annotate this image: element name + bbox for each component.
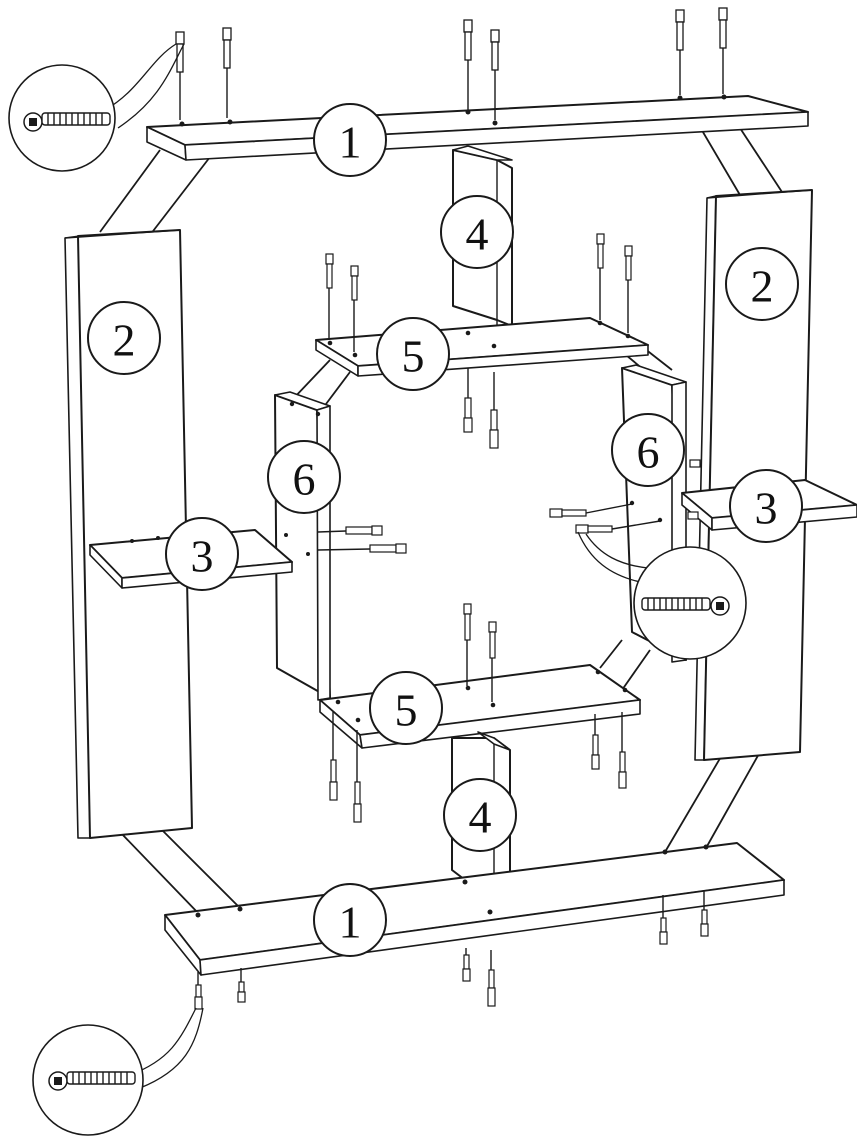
screw-icon: [591, 714, 600, 770]
part-number-label: 6: [637, 427, 660, 478]
part-inner-side-left: [274, 391, 331, 701]
screw-icon: [463, 368, 473, 433]
screw-lens-top-left: [8, 43, 185, 172]
part-number-label: 5: [395, 685, 418, 736]
inner-shelf-top-screws: [325, 233, 633, 449]
bottom-shelf-screws: [194, 890, 709, 1010]
dowel-icon: [575, 520, 661, 534]
part-number-label: 4: [469, 792, 492, 843]
callout-part-3-left: 3: [165, 517, 239, 591]
callout-part-6-left: 6: [267, 440, 341, 514]
screw-icon: [490, 29, 500, 120]
top-shelf-screws: [175, 7, 728, 120]
part-inner-shelf-bottom: [319, 664, 641, 749]
screw-icon: [463, 603, 472, 686]
callout-part-4-bottom: 4: [443, 778, 517, 852]
dowel-icon: [687, 459, 701, 520]
screw-icon: [624, 245, 633, 333]
callout-part-1-bottom: 1: [313, 883, 387, 957]
screw-icon: [659, 895, 668, 945]
callout-part-1-top: 1: [313, 103, 387, 177]
screw-icon: [487, 950, 496, 1007]
dowel-icon: [317, 525, 383, 536]
callout-part-5-bottom: 5: [369, 671, 443, 745]
screw-icon: [350, 265, 359, 352]
part-number-label: 5: [402, 331, 425, 382]
screw-icon: [641, 596, 730, 616]
screw-icon: [489, 372, 499, 449]
callout-part-2-right: 2: [725, 247, 799, 321]
dowel-icon: [317, 543, 407, 554]
screw-icon: [700, 890, 709, 937]
inner-dowels: [284, 500, 663, 556]
screw-icon: [329, 712, 338, 801]
screw-icon: [618, 712, 627, 789]
screw-icon: [325, 253, 334, 340]
screw-icon: [237, 968, 246, 1003]
callout-part-4-top: 4: [440, 195, 514, 269]
part-number-label: 2: [113, 315, 136, 366]
screw-icon: [462, 948, 471, 982]
screw-icon: [463, 19, 473, 110]
screw-icon: [48, 1071, 136, 1091]
callout-part-6-right: 6: [611, 413, 685, 487]
part-number-label: 3: [191, 531, 214, 582]
part-number-label: 1: [339, 897, 362, 948]
part-side-left: [64, 229, 193, 839]
inner-shelf-bottom-screws: [329, 603, 627, 823]
screw-lens-bottom-left: [32, 1007, 204, 1136]
callout-part-3-right: 3: [729, 469, 803, 543]
dowel-icon: [549, 503, 633, 518]
screw-icon: [596, 233, 605, 320]
screw-lens-right: [577, 531, 747, 660]
screw-icon: [675, 9, 685, 95]
part-number-label: 1: [339, 117, 362, 168]
callout-part-5-top: 5: [376, 317, 450, 391]
part-number-label: 3: [755, 483, 778, 534]
part-number-label: 4: [466, 209, 489, 260]
callout-part-2-left: 2: [87, 301, 161, 375]
part-inner-shelf-top: [315, 317, 649, 377]
screw-icon: [353, 730, 362, 823]
part-number-label: 2: [751, 261, 774, 312]
screw-icon: [718, 7, 728, 94]
screw-icon: [23, 112, 111, 132]
screw-icon: [194, 972, 203, 1010]
screw-icon: [488, 621, 497, 702]
screw-icon: [222, 27, 232, 118]
part-number-label: 6: [293, 454, 316, 505]
